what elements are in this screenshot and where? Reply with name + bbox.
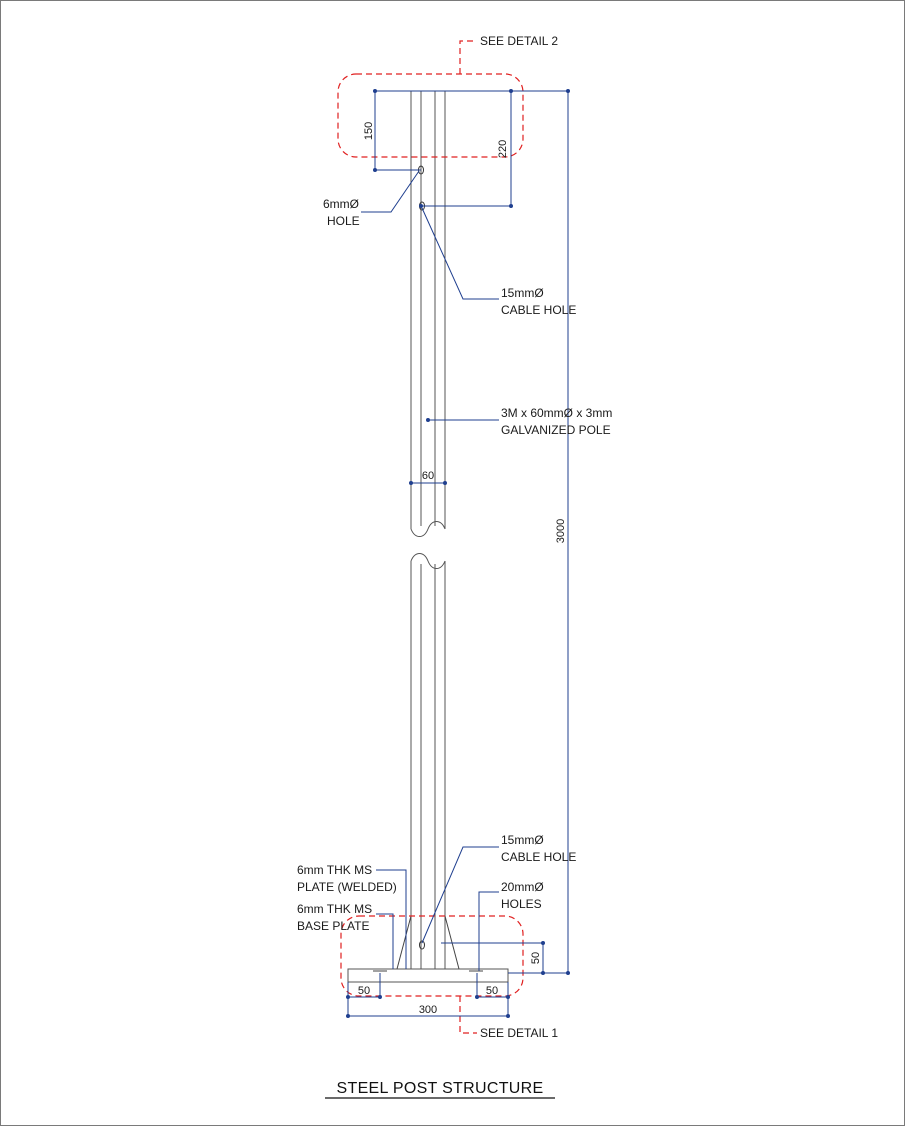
pole-lower xyxy=(410,553,446,969)
dim-220: 220 xyxy=(497,140,509,158)
drawing-title: STEEL POST STRUCTURE xyxy=(337,1080,544,1097)
dim-150: 150 xyxy=(363,122,375,140)
dim-left-50: 50 xyxy=(358,985,370,997)
callout-6mm-hole-line2: HOLE xyxy=(327,214,360,228)
callout-cable-hole-bottom-line1: 15mmØ xyxy=(501,833,544,847)
dim-3000: 3000 xyxy=(555,519,567,543)
dim-300: 300 xyxy=(419,1004,437,1016)
callout-cable-hole-top-line1: 15mmØ xyxy=(501,286,544,300)
callout-20mm-holes-line2: HOLES xyxy=(501,897,542,911)
callout-plate-welded-line2: PLATE (WELDED) xyxy=(297,880,397,894)
callout-see-detail-1: SEE DETAIL 1 xyxy=(480,1026,558,1040)
base-plate xyxy=(347,915,509,983)
callout-pole-line2: GALVANIZED POLE xyxy=(501,423,611,437)
callout-plate-welded-line1: 6mm THK MS xyxy=(297,863,372,877)
detail-marker-bottom xyxy=(340,915,524,1034)
dimension-dots xyxy=(346,89,570,1018)
dimension-lines xyxy=(347,90,569,1018)
dim-plate-height: 50 xyxy=(530,952,542,964)
callout-20mm-holes-line1: 20mmØ xyxy=(501,880,544,894)
callout-base-plate-line2: BASE PLATE xyxy=(297,919,369,933)
callout-6mm-hole-line1: 6mmØ xyxy=(323,197,359,211)
callout-base-plate-line1: 6mm THK MS xyxy=(297,902,372,916)
callout-cable-hole-top-line2: CABLE HOLE xyxy=(501,303,576,317)
detail-marker-top xyxy=(337,40,524,158)
callout-pole-line1: 3M x 60mmØ x 3mm xyxy=(501,406,612,420)
callout-see-detail-2: SEE DETAIL 2 xyxy=(480,34,558,48)
dim-right-50: 50 xyxy=(486,985,498,997)
dim-60: 60 xyxy=(422,470,434,482)
pole-upper xyxy=(410,90,446,537)
callout-cable-hole-bottom-line2: CABLE HOLE xyxy=(501,850,576,864)
